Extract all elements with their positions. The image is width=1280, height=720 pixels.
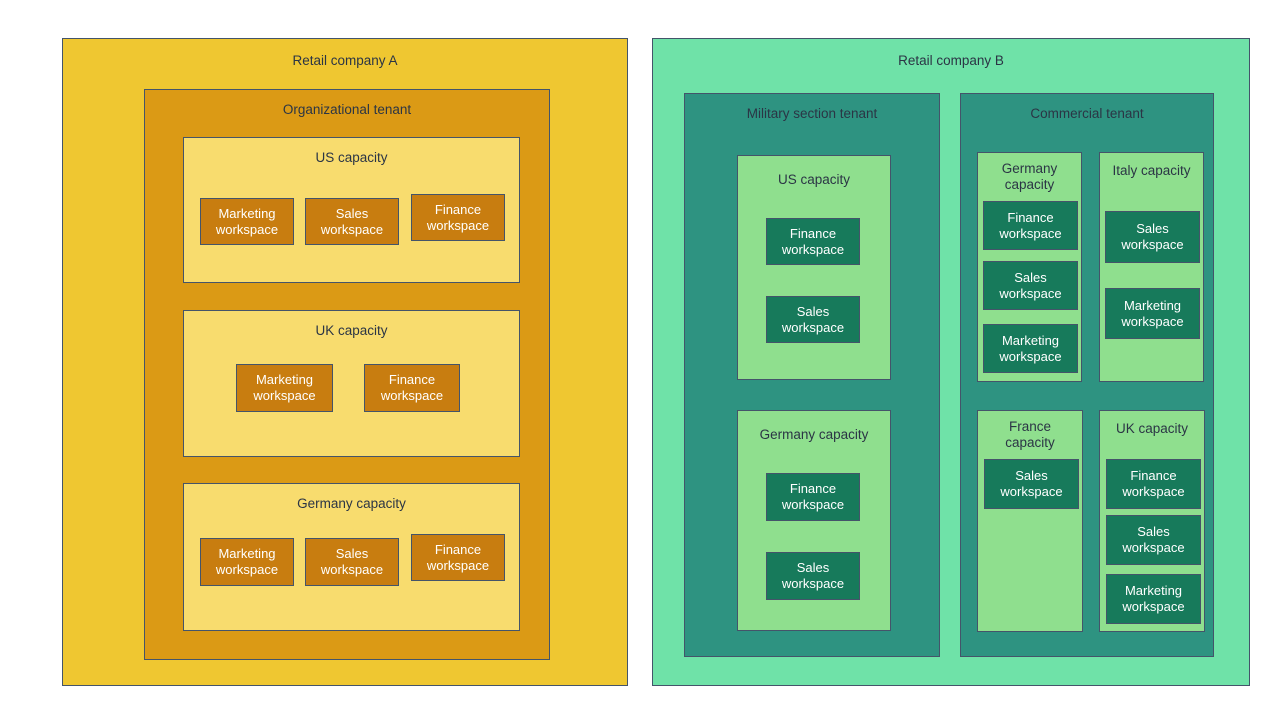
marketing-workspace-box: Marketing workspace bbox=[1105, 288, 1200, 339]
sales-workspace-box: Sales workspace bbox=[305, 538, 399, 586]
commercial-tenant-box: Commercial tenant Germany capacity Finan… bbox=[960, 93, 1214, 657]
marketing-workspace-box: Marketing workspace bbox=[983, 324, 1078, 373]
germany-capacity-a-box: Germany capacity Marketing workspace Sal… bbox=[183, 483, 520, 631]
organizational-tenant-box: Organizational tenant US capacity Market… bbox=[144, 89, 550, 660]
sales-workspace-box: Sales workspace bbox=[305, 198, 399, 245]
finance-workspace-box: Finance workspace bbox=[983, 201, 1078, 250]
us-capacity-mil-title: US capacity bbox=[777, 172, 851, 187]
germany-capacity-mil-box: Germany capacity Finance workspace Sales… bbox=[737, 410, 891, 631]
us-capacity-a-box: US capacity Marketing workspace Sales wo… bbox=[183, 137, 520, 283]
uk-capacity-a-title: UK capacity bbox=[315, 323, 388, 338]
military-section-tenant-box: Military section tenant US capacity Fina… bbox=[684, 93, 940, 657]
marketing-workspace-box: Marketing workspace bbox=[236, 364, 333, 412]
company-a-title: Retail company A bbox=[292, 53, 398, 68]
sales-workspace-box: Sales workspace bbox=[984, 459, 1079, 509]
us-capacity-mil-box: US capacity Finance workspace Sales work… bbox=[737, 155, 891, 380]
sales-workspace-box: Sales workspace bbox=[983, 261, 1078, 310]
sales-workspace-box: Sales workspace bbox=[1105, 211, 1200, 263]
company-b-title: Retail company B bbox=[898, 53, 1004, 68]
uk-capacity-a-box: UK capacity Marketing workspace Finance … bbox=[183, 310, 520, 457]
italy-capacity-com-title: Italy capacity bbox=[1112, 163, 1191, 178]
marketing-workspace-box: Marketing workspace bbox=[200, 198, 294, 245]
uk-capacity-com-title: UK capacity bbox=[1115, 421, 1189, 436]
company-b-box: Retail company B Military section tenant… bbox=[652, 38, 1250, 686]
uk-capacity-com-box: UK capacity Finance workspace Sales work… bbox=[1099, 410, 1205, 632]
finance-workspace-box: Finance workspace bbox=[766, 473, 860, 521]
sales-workspace-box: Sales workspace bbox=[1106, 515, 1201, 565]
military-section-tenant-title: Military section tenant bbox=[746, 106, 878, 121]
germany-capacity-mil-title: Germany capacity bbox=[759, 427, 869, 442]
italy-capacity-com-box: Italy capacity Sales workspace Marketing… bbox=[1099, 152, 1204, 382]
marketing-workspace-box: Marketing workspace bbox=[200, 538, 294, 586]
organizational-tenant-title: Organizational tenant bbox=[282, 102, 412, 117]
sales-workspace-box: Sales workspace bbox=[766, 552, 860, 600]
commercial-tenant-title: Commercial tenant bbox=[1030, 106, 1144, 121]
finance-workspace-box: Finance workspace bbox=[411, 194, 505, 241]
germany-capacity-com-box: Germany capacity Finance workspace Sales… bbox=[977, 152, 1082, 382]
us-capacity-a-title: US capacity bbox=[315, 150, 388, 165]
company-a-box: Retail company A Organizational tenant U… bbox=[62, 38, 628, 686]
marketing-workspace-box: Marketing workspace bbox=[1106, 574, 1201, 624]
france-capacity-com-title: France capacity bbox=[1005, 419, 1055, 451]
finance-workspace-box: Finance workspace bbox=[766, 218, 860, 265]
finance-workspace-box: Finance workspace bbox=[411, 534, 505, 581]
germany-capacity-a-title: Germany capacity bbox=[297, 496, 406, 511]
germany-capacity-com-title: Germany capacity bbox=[1001, 161, 1058, 193]
sales-workspace-box: Sales workspace bbox=[766, 296, 860, 343]
france-capacity-com-box: France capacity Sales workspace bbox=[977, 410, 1083, 632]
finance-workspace-box: Finance workspace bbox=[364, 364, 460, 412]
finance-workspace-box: Finance workspace bbox=[1106, 459, 1201, 509]
